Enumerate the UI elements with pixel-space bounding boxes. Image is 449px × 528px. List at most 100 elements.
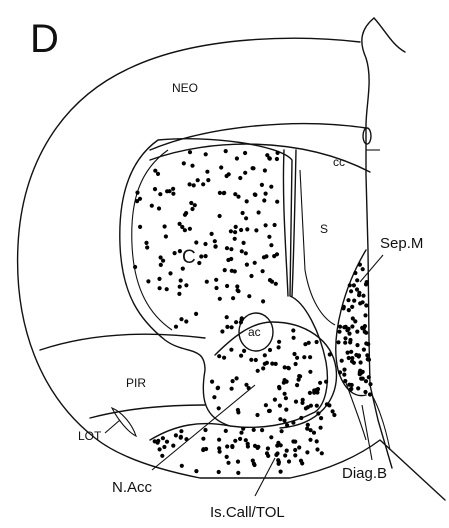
- cell-dot: [252, 462, 256, 466]
- cell-dot: [224, 429, 228, 433]
- cell-dot: [282, 419, 286, 423]
- cell-dot: [138, 197, 142, 201]
- cell-dot: [179, 317, 183, 321]
- cell-dot: [284, 396, 288, 400]
- cell-dot: [162, 445, 166, 449]
- cell-dot: [280, 429, 284, 433]
- caudate-label: C: [182, 247, 196, 268]
- cell-dot: [225, 284, 229, 288]
- cell-dot: [350, 324, 354, 328]
- cell-dot: [295, 356, 299, 360]
- cell-dot: [225, 315, 229, 319]
- diag-b-label: Diag.B: [342, 465, 387, 482]
- cell-dot: [349, 350, 353, 354]
- cell-dot: [236, 471, 240, 475]
- cell-dot: [157, 277, 161, 281]
- cell-dot: [364, 303, 368, 307]
- cell-dot: [138, 225, 142, 229]
- cell-dot: [242, 349, 246, 353]
- leader-lot: [105, 420, 120, 433]
- cell-dot: [350, 383, 354, 387]
- cell-dot: [179, 435, 183, 439]
- cell-dot: [267, 235, 271, 239]
- cell-dot: [233, 439, 237, 443]
- cell-dot: [275, 444, 279, 448]
- cell-dot: [336, 340, 340, 344]
- cell-dot: [361, 267, 365, 271]
- cell-dot: [293, 448, 297, 452]
- cell-dot: [306, 423, 310, 427]
- cell-dot: [174, 433, 178, 437]
- cell-dot: [264, 403, 268, 407]
- cell-dot: [304, 406, 308, 410]
- cell-dot: [353, 271, 357, 275]
- cell-dot: [249, 274, 253, 278]
- cell-dot: [264, 192, 268, 196]
- cell-dot: [157, 206, 161, 210]
- ventral-boundary: [90, 405, 205, 418]
- cell-dot: [217, 438, 221, 442]
- cell-dot: [338, 325, 342, 329]
- cell-dot: [153, 187, 157, 191]
- cell-dot: [252, 428, 256, 432]
- cell-dot: [363, 390, 367, 394]
- cell-dot: [174, 325, 178, 329]
- cell-dot: [337, 330, 341, 334]
- cell-dot: [229, 247, 233, 251]
- cell-dot: [266, 446, 270, 450]
- cell-dot: [342, 373, 346, 377]
- cell-dot: [201, 182, 205, 186]
- cell-dot: [165, 189, 169, 193]
- cell-dot: [274, 453, 278, 457]
- cell-dot: [183, 213, 187, 217]
- cell-dot: [206, 178, 210, 182]
- cell-dot: [297, 445, 301, 449]
- cell-dot: [236, 460, 240, 464]
- cell-dot: [314, 388, 318, 392]
- cell-dot: [235, 156, 239, 160]
- cell-dot: [217, 354, 221, 358]
- cell-dot: [359, 360, 363, 364]
- cell-dot: [261, 269, 265, 273]
- cell-dot: [278, 404, 282, 408]
- cell-dot: [218, 191, 222, 195]
- cell-dot: [355, 343, 359, 347]
- piriform-label: PIR: [126, 376, 146, 390]
- cell-dot: [350, 356, 354, 360]
- cell-dot: [188, 227, 192, 231]
- neo-label: NEO: [172, 81, 198, 95]
- cell-dot: [262, 255, 266, 259]
- cell-dot: [161, 436, 165, 440]
- cell-dot: [361, 377, 365, 381]
- cell-dot: [292, 352, 296, 356]
- cell-dot: [204, 152, 208, 156]
- cell-dot: [184, 319, 188, 323]
- cell-dot: [204, 254, 208, 258]
- cell-dot: [279, 470, 283, 474]
- cell-dot: [254, 228, 258, 232]
- cell-dot: [264, 223, 268, 227]
- cell-dot: [163, 224, 167, 228]
- cell-dot: [239, 431, 243, 435]
- cell-dot: [269, 185, 273, 189]
- cell-dot: [315, 439, 319, 443]
- cell-dot: [268, 278, 272, 282]
- cell-dot: [225, 455, 229, 459]
- cell-dot: [283, 453, 287, 457]
- cell-dot: [254, 358, 258, 362]
- cell-dot: [165, 440, 169, 444]
- cell-dot: [269, 435, 273, 439]
- cell-dot: [203, 242, 207, 246]
- cell-dot: [308, 370, 312, 374]
- cell-dot: [294, 400, 298, 404]
- cell-dot: [242, 241, 246, 245]
- cell-dot: [343, 379, 347, 383]
- cell-dot: [236, 410, 240, 414]
- cell-dot: [265, 361, 269, 365]
- cell-dot: [291, 421, 295, 425]
- cell-dot: [262, 198, 266, 202]
- cell-dot: [358, 301, 362, 305]
- cell-dot: [212, 395, 216, 399]
- cell-dot: [214, 286, 218, 290]
- cell-dot: [293, 440, 297, 444]
